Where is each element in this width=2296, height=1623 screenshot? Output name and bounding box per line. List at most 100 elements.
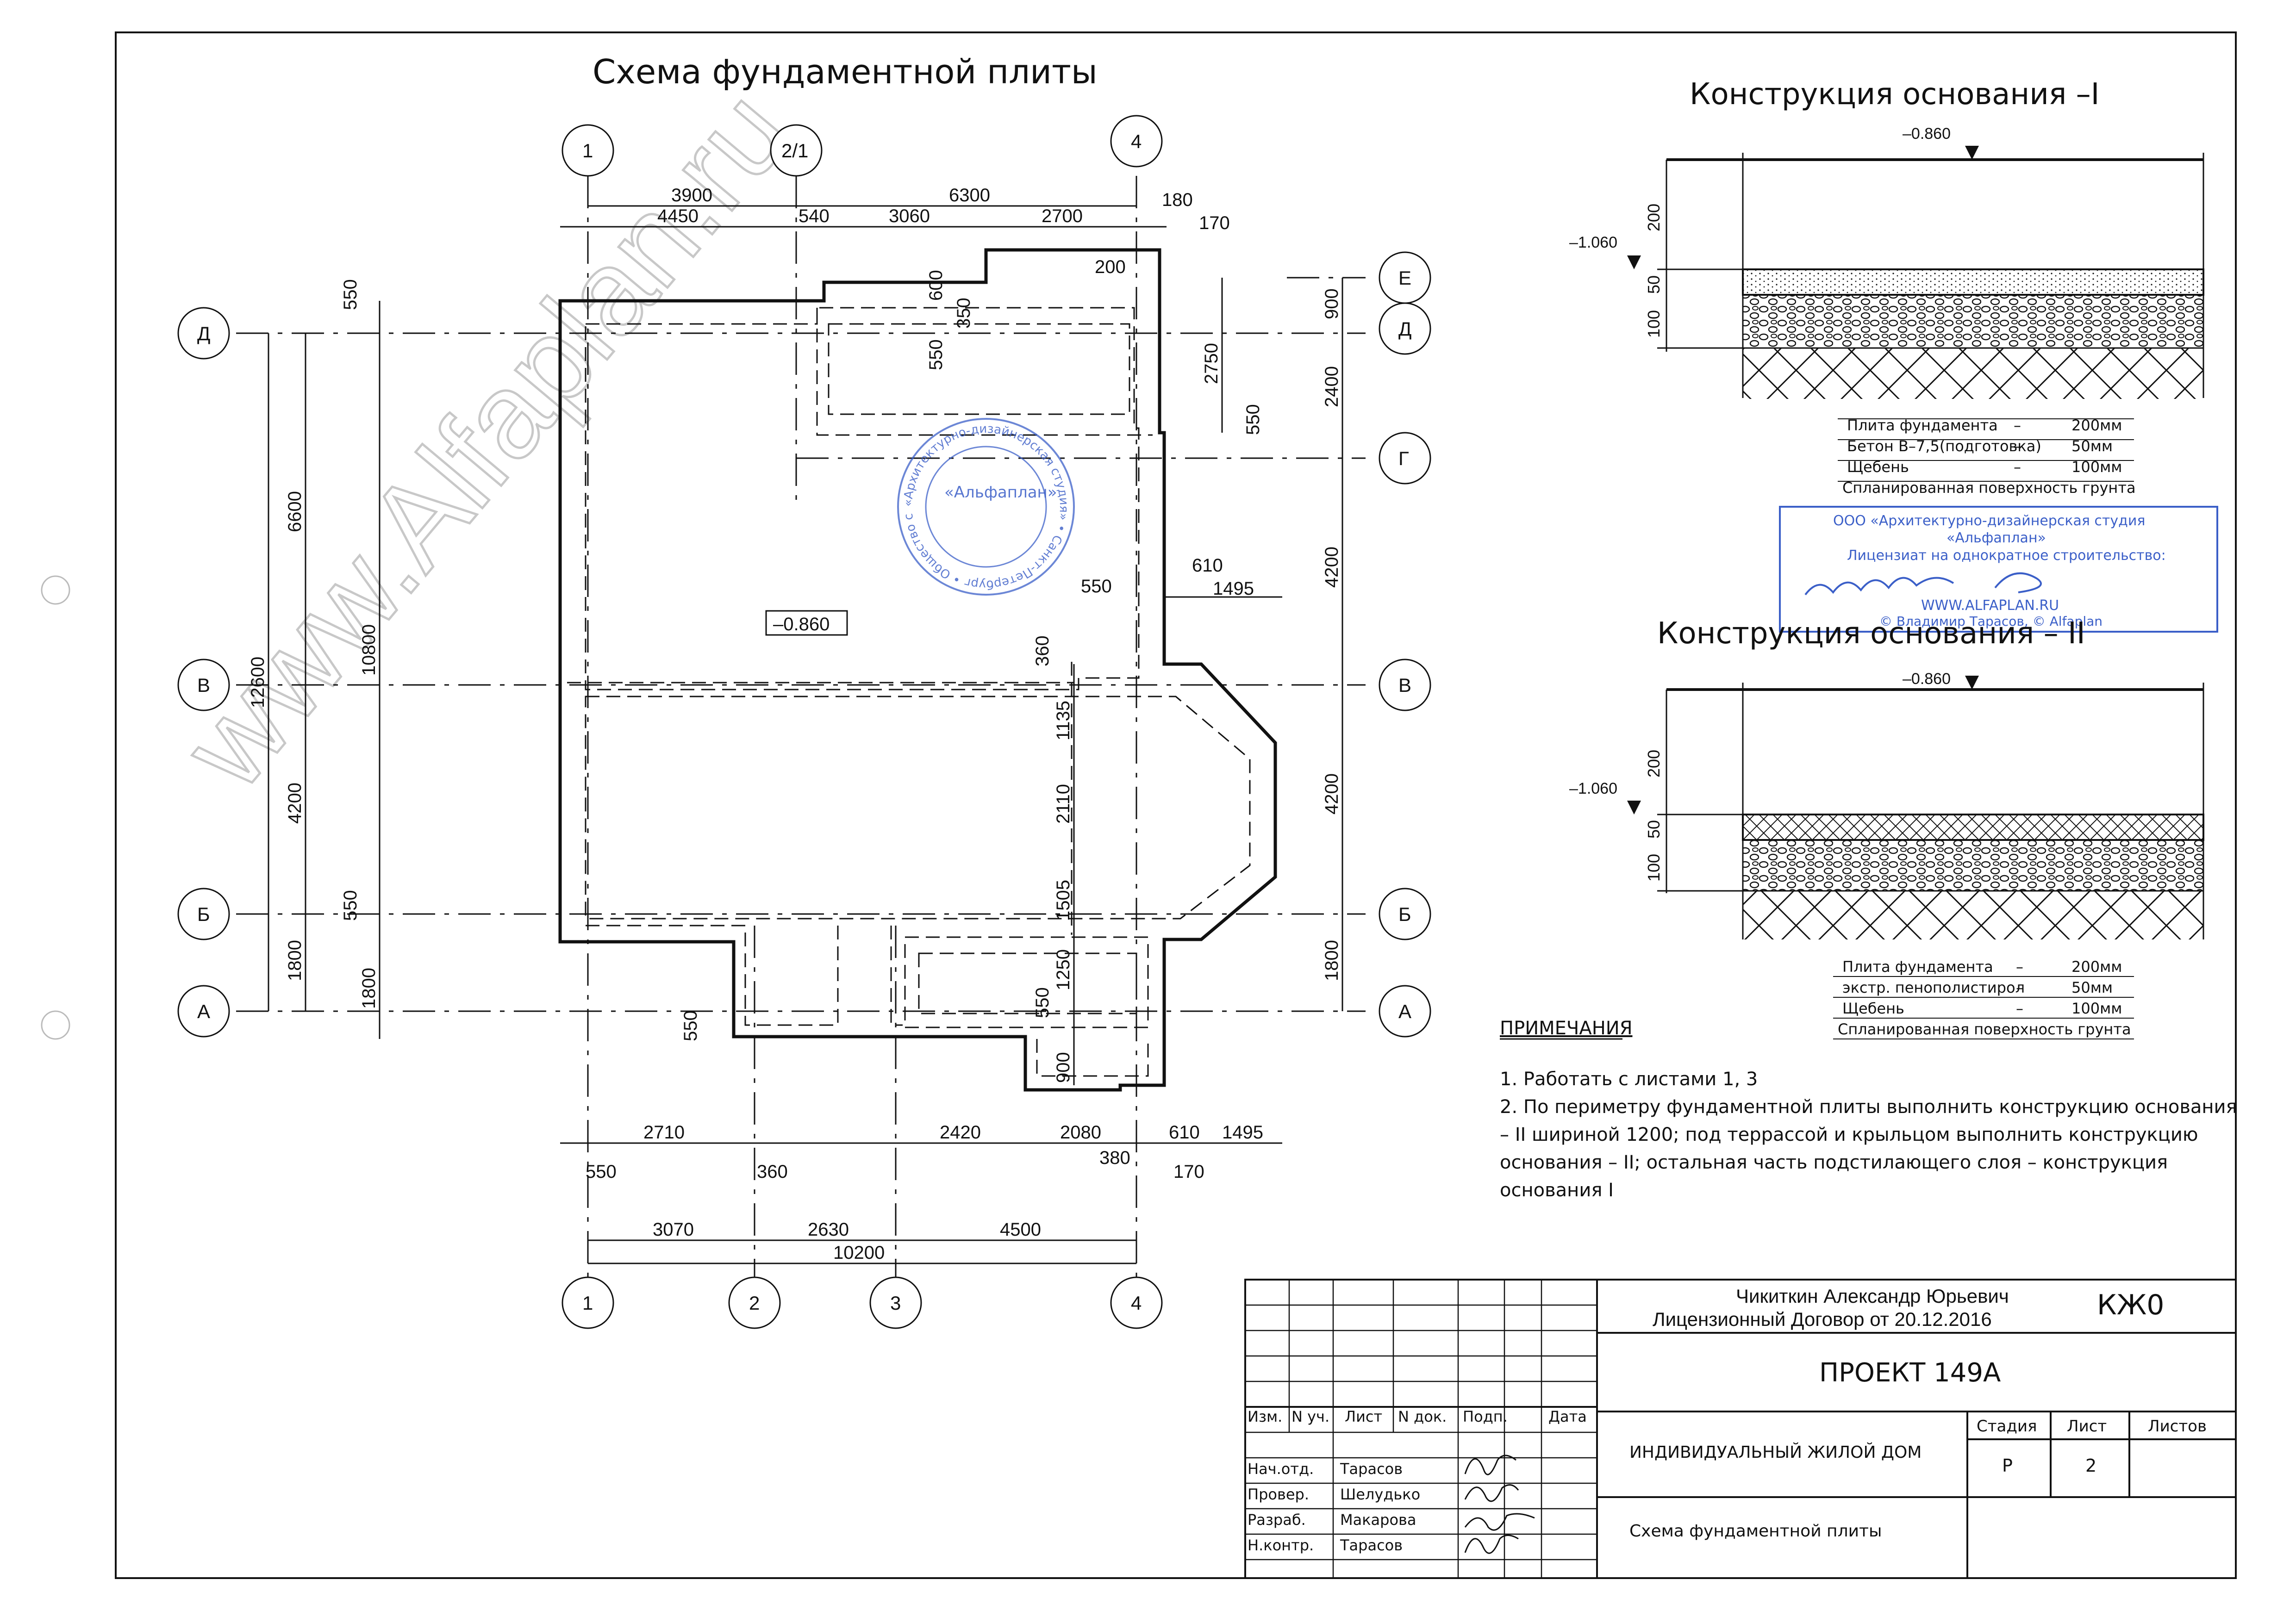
person: Тарасов [1340, 1460, 1403, 1478]
dim-label: 550 [1243, 404, 1263, 435]
axis-bubbles-right [1379, 251, 1431, 1038]
slab-outline [558, 248, 1277, 1092]
level-mark: –0.860 [773, 614, 830, 634]
dim-label: 360 [1032, 635, 1053, 666]
license-stamp [1779, 506, 2218, 633]
legend-layer: Плита фундамента [1842, 958, 1993, 976]
legend-value: 50мм [2071, 437, 2113, 455]
dim-label: 10800 [359, 624, 379, 676]
title-block-grid [1244, 1279, 2237, 1579]
legend-dash: – [2014, 437, 2021, 455]
dim-label: 6300 [949, 185, 990, 205]
dim-label: 4200 [285, 783, 305, 824]
role: Нач.отд. [1248, 1460, 1314, 1478]
project-name: ПРОЕКТ 149А [1819, 1358, 2001, 1388]
sheet-frame [115, 31, 2237, 1579]
level-mark-box [765, 610, 848, 636]
axis-label: Д [197, 323, 210, 344]
axis-label: 1 [582, 140, 593, 162]
dim-label: 1495 [1213, 578, 1254, 599]
legend-value: 200мм [2071, 417, 2122, 434]
dim-label: 350 [954, 298, 974, 329]
dim-label: 1135 [1053, 701, 1073, 740]
dim-label: 3070 [653, 1219, 694, 1240]
legend-value: 200мм [2071, 958, 2122, 976]
inner-contours [567, 307, 1251, 1077]
note-line: – II шириной 1200; под террассой и крыль… [1500, 1124, 2198, 1145]
dim-label: 1495 [1222, 1122, 1263, 1143]
dim-label: 550 [1032, 987, 1053, 1018]
note-line: основания I [1500, 1180, 1614, 1201]
legend-value: 50мм [2071, 979, 2113, 996]
dim-label: 2400 [1322, 366, 1342, 407]
license: Лицензионный Договор от 20.12.2016 [1653, 1308, 1992, 1330]
dim-label: 900 [1322, 288, 1342, 319]
axis-label: 2 [749, 1292, 760, 1314]
licensee: Чикиткин Александр Юрьевич [1736, 1285, 2009, 1307]
dim-label: 2710 [643, 1122, 685, 1143]
dim-label: 550 [680, 1010, 701, 1041]
role: Н.контр. [1248, 1536, 1314, 1554]
construction-2-section [1627, 676, 2204, 939]
col-header: Изм. [1248, 1408, 1282, 1425]
dim-label: 2630 [808, 1219, 849, 1240]
axis-label: Б [197, 903, 210, 925]
legend-layer: Щебень [1842, 1000, 1904, 1017]
legend-dash: – [2016, 1000, 2023, 1017]
dim-label: 4200 [1322, 773, 1342, 815]
note-line: 2. По периметру фундаментной плиты выпол… [1500, 1096, 2237, 1118]
dim-label: 180 [1162, 190, 1193, 210]
axis-label: 4 [1131, 131, 1142, 152]
dim-label: 1800 [1322, 940, 1342, 981]
sheet-value: 2 [2085, 1455, 2096, 1476]
dim-label: 6600 [285, 491, 305, 532]
dim-label: 4500 [1000, 1219, 1041, 1240]
axis-bubbles-top [562, 115, 1163, 177]
dim-label: 100 [1644, 310, 1663, 338]
dim-label: 610 [1192, 555, 1223, 576]
stamp-line: ООО «Архитектурно-дизайнерская студия [1833, 513, 2145, 529]
person: Макарова [1340, 1511, 1416, 1529]
dim-label: 380 [1099, 1148, 1130, 1168]
axis-label: Д [1398, 318, 1411, 340]
legend-layer: Спланированная поверхность грунта [1842, 479, 2136, 497]
construction-1-legend [1838, 418, 2134, 482]
axis-label: А [197, 1001, 210, 1022]
mark-side: –1.060 [1569, 234, 1617, 251]
axis-label: 4 [1131, 1292, 1142, 1314]
dim-label: 550 [340, 890, 361, 921]
axis-label: В [197, 674, 210, 696]
dim-label: 1250 [1053, 949, 1073, 990]
axis-label: 1 [582, 1292, 593, 1314]
legend-layer: Бетон В–7,5(подготовка) [1847, 437, 2041, 455]
note-line: 1. Работать с листами 1, 3 [1500, 1069, 1758, 1090]
axis-label: В [1398, 674, 1411, 696]
dim-label: 170 [1199, 213, 1230, 233]
role: Разраб. [1248, 1511, 1306, 1529]
mark-top: –0.860 [1903, 670, 1951, 688]
legend-dash: – [2016, 958, 2023, 976]
dimension-lines [268, 205, 1343, 1264]
construction-2-title: Конструкция основания – II [1657, 616, 2085, 651]
title-block-left-grid [1245, 1280, 1597, 1578]
object-name: ИНДИВИДУАЛЬНЫЙ ЖИЛОЙ ДОМ [1629, 1443, 1922, 1462]
seal-center: «Альфаплан» [944, 483, 1057, 502]
dim-label: 50 [1644, 820, 1663, 839]
dim-label: 200 [1095, 257, 1126, 277]
legend-layer: Плита фундамента [1847, 417, 1998, 434]
legend-dash: – [2014, 458, 2021, 476]
dim-label: 4200 [1322, 547, 1342, 588]
dim-label: 2700 [1042, 206, 1083, 226]
dim-label: 610 [1169, 1122, 1200, 1143]
construction-2-legend [1833, 976, 2134, 1039]
binder-hole [41, 1010, 70, 1040]
stage-label: Стадия [1977, 1417, 2037, 1436]
mark-side: –1.060 [1569, 780, 1617, 797]
dim-label: 1800 [285, 940, 305, 981]
stamp-line: Лицензиат на однократное строительство: [1847, 547, 2166, 564]
axis-label: Б [1398, 903, 1411, 925]
axis-bubbles-left [177, 307, 230, 1038]
role: Провер. [1248, 1486, 1309, 1503]
signatures [1464, 1455, 1535, 1554]
